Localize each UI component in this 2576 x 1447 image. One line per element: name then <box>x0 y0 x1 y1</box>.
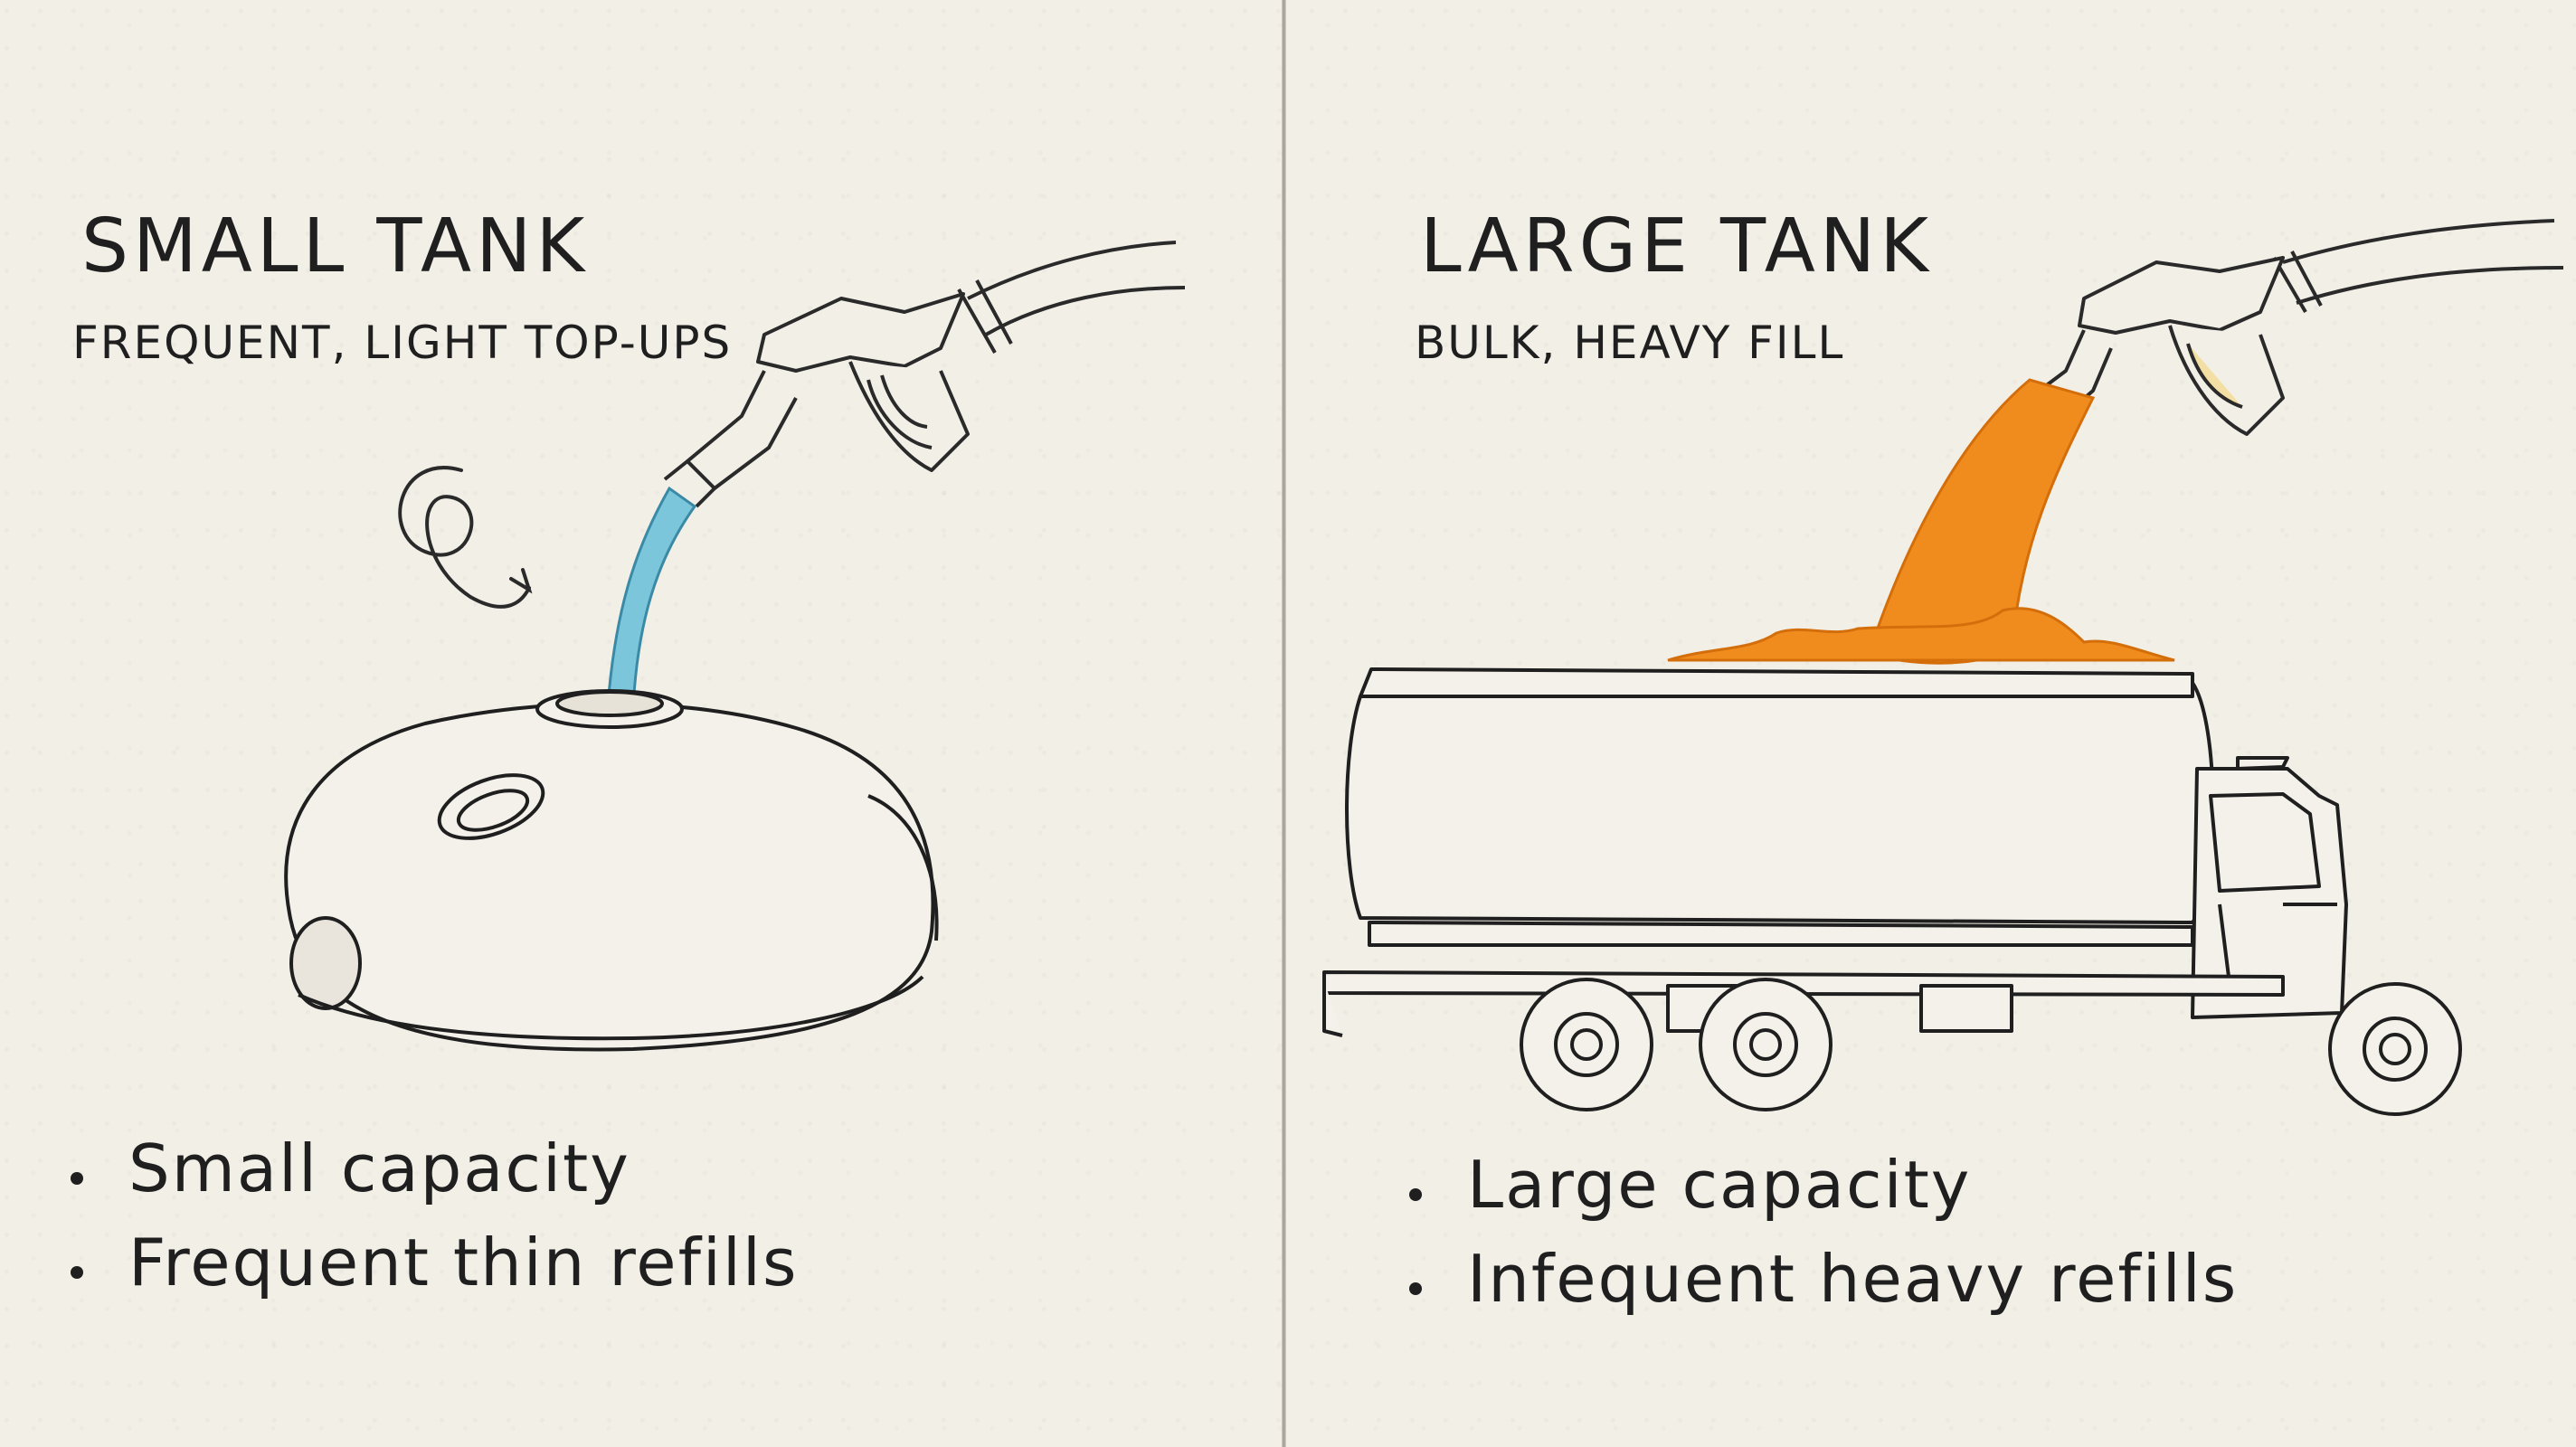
fuel-hose-icon <box>2272 219 2564 314</box>
list-item: Large capacity <box>1402 1147 2238 1241</box>
wheel-icon <box>1520 978 2462 1116</box>
tanker-truck-icon <box>1322 667 2348 1037</box>
small-tank-icon <box>284 689 939 1052</box>
list-item: Small capacity <box>63 1130 798 1225</box>
panel-divider <box>1282 0 1286 1447</box>
small-tank-panel: SMALL TANK FREQUENT, LIGHT TOP-UPS <box>0 0 1281 1447</box>
small-tank-title: SMALL TANK <box>81 203 590 289</box>
fuel-splash <box>1667 607 2175 662</box>
fuel-stream <box>606 486 697 709</box>
large-tank-illustration <box>1322 219 2564 1116</box>
list-item: Infequent heavy refills <box>1402 1241 2238 1335</box>
large-tank-panel: LARGE TANK BULK, HEAVY FILL <box>1288 0 2576 1447</box>
large-tank-subtitle: BULK, HEAVY FILL <box>1415 317 1845 369</box>
small-tank-illustration <box>284 241 1186 1052</box>
fuel-hose-icon <box>957 241 1186 354</box>
small-tank-bullets: Small capacity Frequent thin refills <box>63 1130 798 1319</box>
list-item: Frequent thin refills <box>63 1225 798 1319</box>
fuel-stream <box>1855 378 2096 665</box>
small-tank-subtitle: FREQUENT, LIGHT TOP-UPS <box>72 317 733 369</box>
swirl-arrow-icon <box>398 466 533 609</box>
large-tank-title: LARGE TANK <box>1420 203 1933 289</box>
large-tank-bullets: Large capacity Infequent heavy refills <box>1402 1147 2238 1335</box>
fuel-nozzle-icon <box>663 292 970 508</box>
